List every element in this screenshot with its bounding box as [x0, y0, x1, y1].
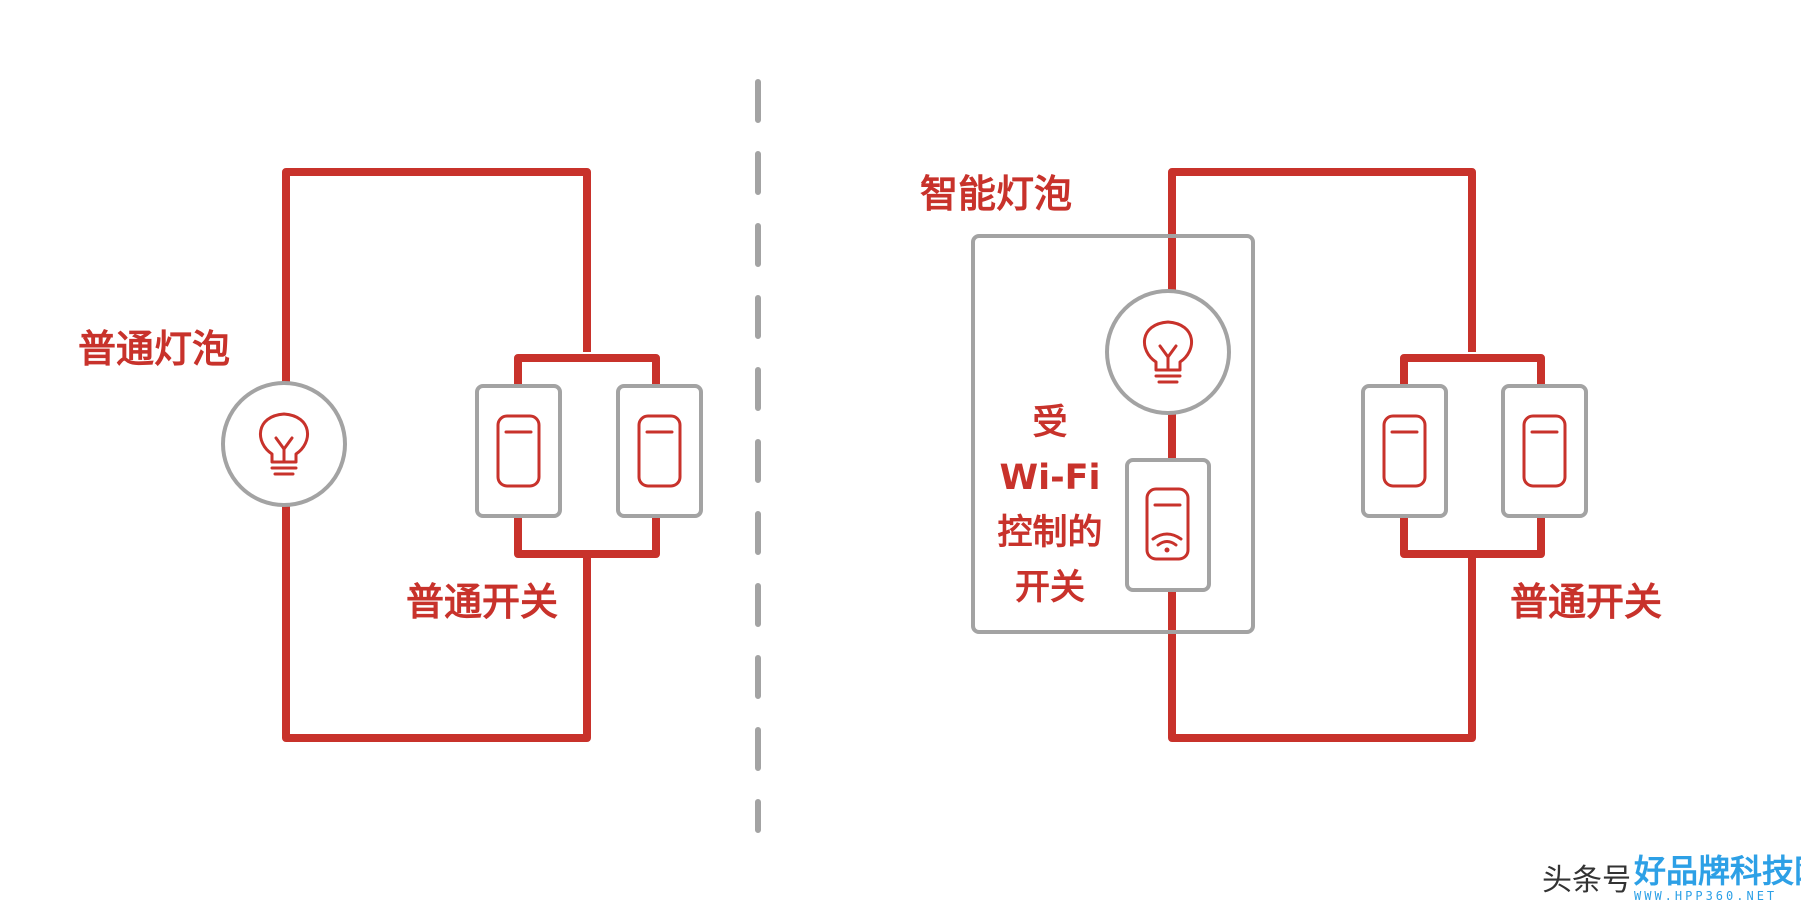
wifi-switch: [1125, 458, 1211, 592]
wifi-icon: [1151, 532, 1183, 553]
right-switch-1: [1361, 384, 1448, 518]
smart-group-box: [971, 234, 1255, 634]
right-bulb-label: 智能灯泡: [920, 172, 1072, 216]
left-circuit: 普通灯泡 普通开关: [78, 168, 703, 742]
smart-switch-label-line2: Wi-Fi: [999, 458, 1100, 498]
bulb-icon: [1142, 320, 1194, 384]
smart-switch-label-line1: 受: [1032, 403, 1067, 443]
right-main-wire: [1168, 168, 1476, 742]
left-switch-1: [475, 384, 562, 518]
smart-switch-label-line3: 控制的: [997, 513, 1102, 553]
smart-switch-label: 受 Wi-Fi 控制的 开关: [997, 403, 1102, 608]
right-circuit: 智能灯泡 受 Wi-Fi 控制的 开关 普通开关: [920, 168, 1662, 742]
left-switch-label: 普通开关: [406, 580, 558, 624]
left-bulb-label: 普通灯泡: [78, 327, 230, 371]
switch-icon: [637, 414, 682, 488]
watermark-brand: 好品牌科技网: [1633, 852, 1801, 890]
watermark-url: WWW.HPP360.NET: [1634, 889, 1777, 903]
switch-icon: [1522, 414, 1567, 488]
smart-switch-label-line4: 开关: [1015, 568, 1085, 608]
switch-icon: [496, 414, 541, 488]
watermark: 头条号 好品牌科技网 WWW.HPP360.NET: [1542, 848, 1801, 908]
left-bulb: [221, 381, 347, 507]
switch-icon: [1382, 414, 1427, 488]
watermark-backdrop: [1629, 848, 1801, 908]
bulb-icon: [258, 412, 310, 476]
left-switch-2: [616, 384, 703, 518]
switch-icon: [1145, 487, 1190, 561]
watermark-text: 头条号: [1542, 863, 1632, 898]
right-switch-label: 普通开关: [1510, 580, 1662, 624]
right-switch-2: [1501, 384, 1588, 518]
smart-bulb: [1105, 289, 1231, 415]
